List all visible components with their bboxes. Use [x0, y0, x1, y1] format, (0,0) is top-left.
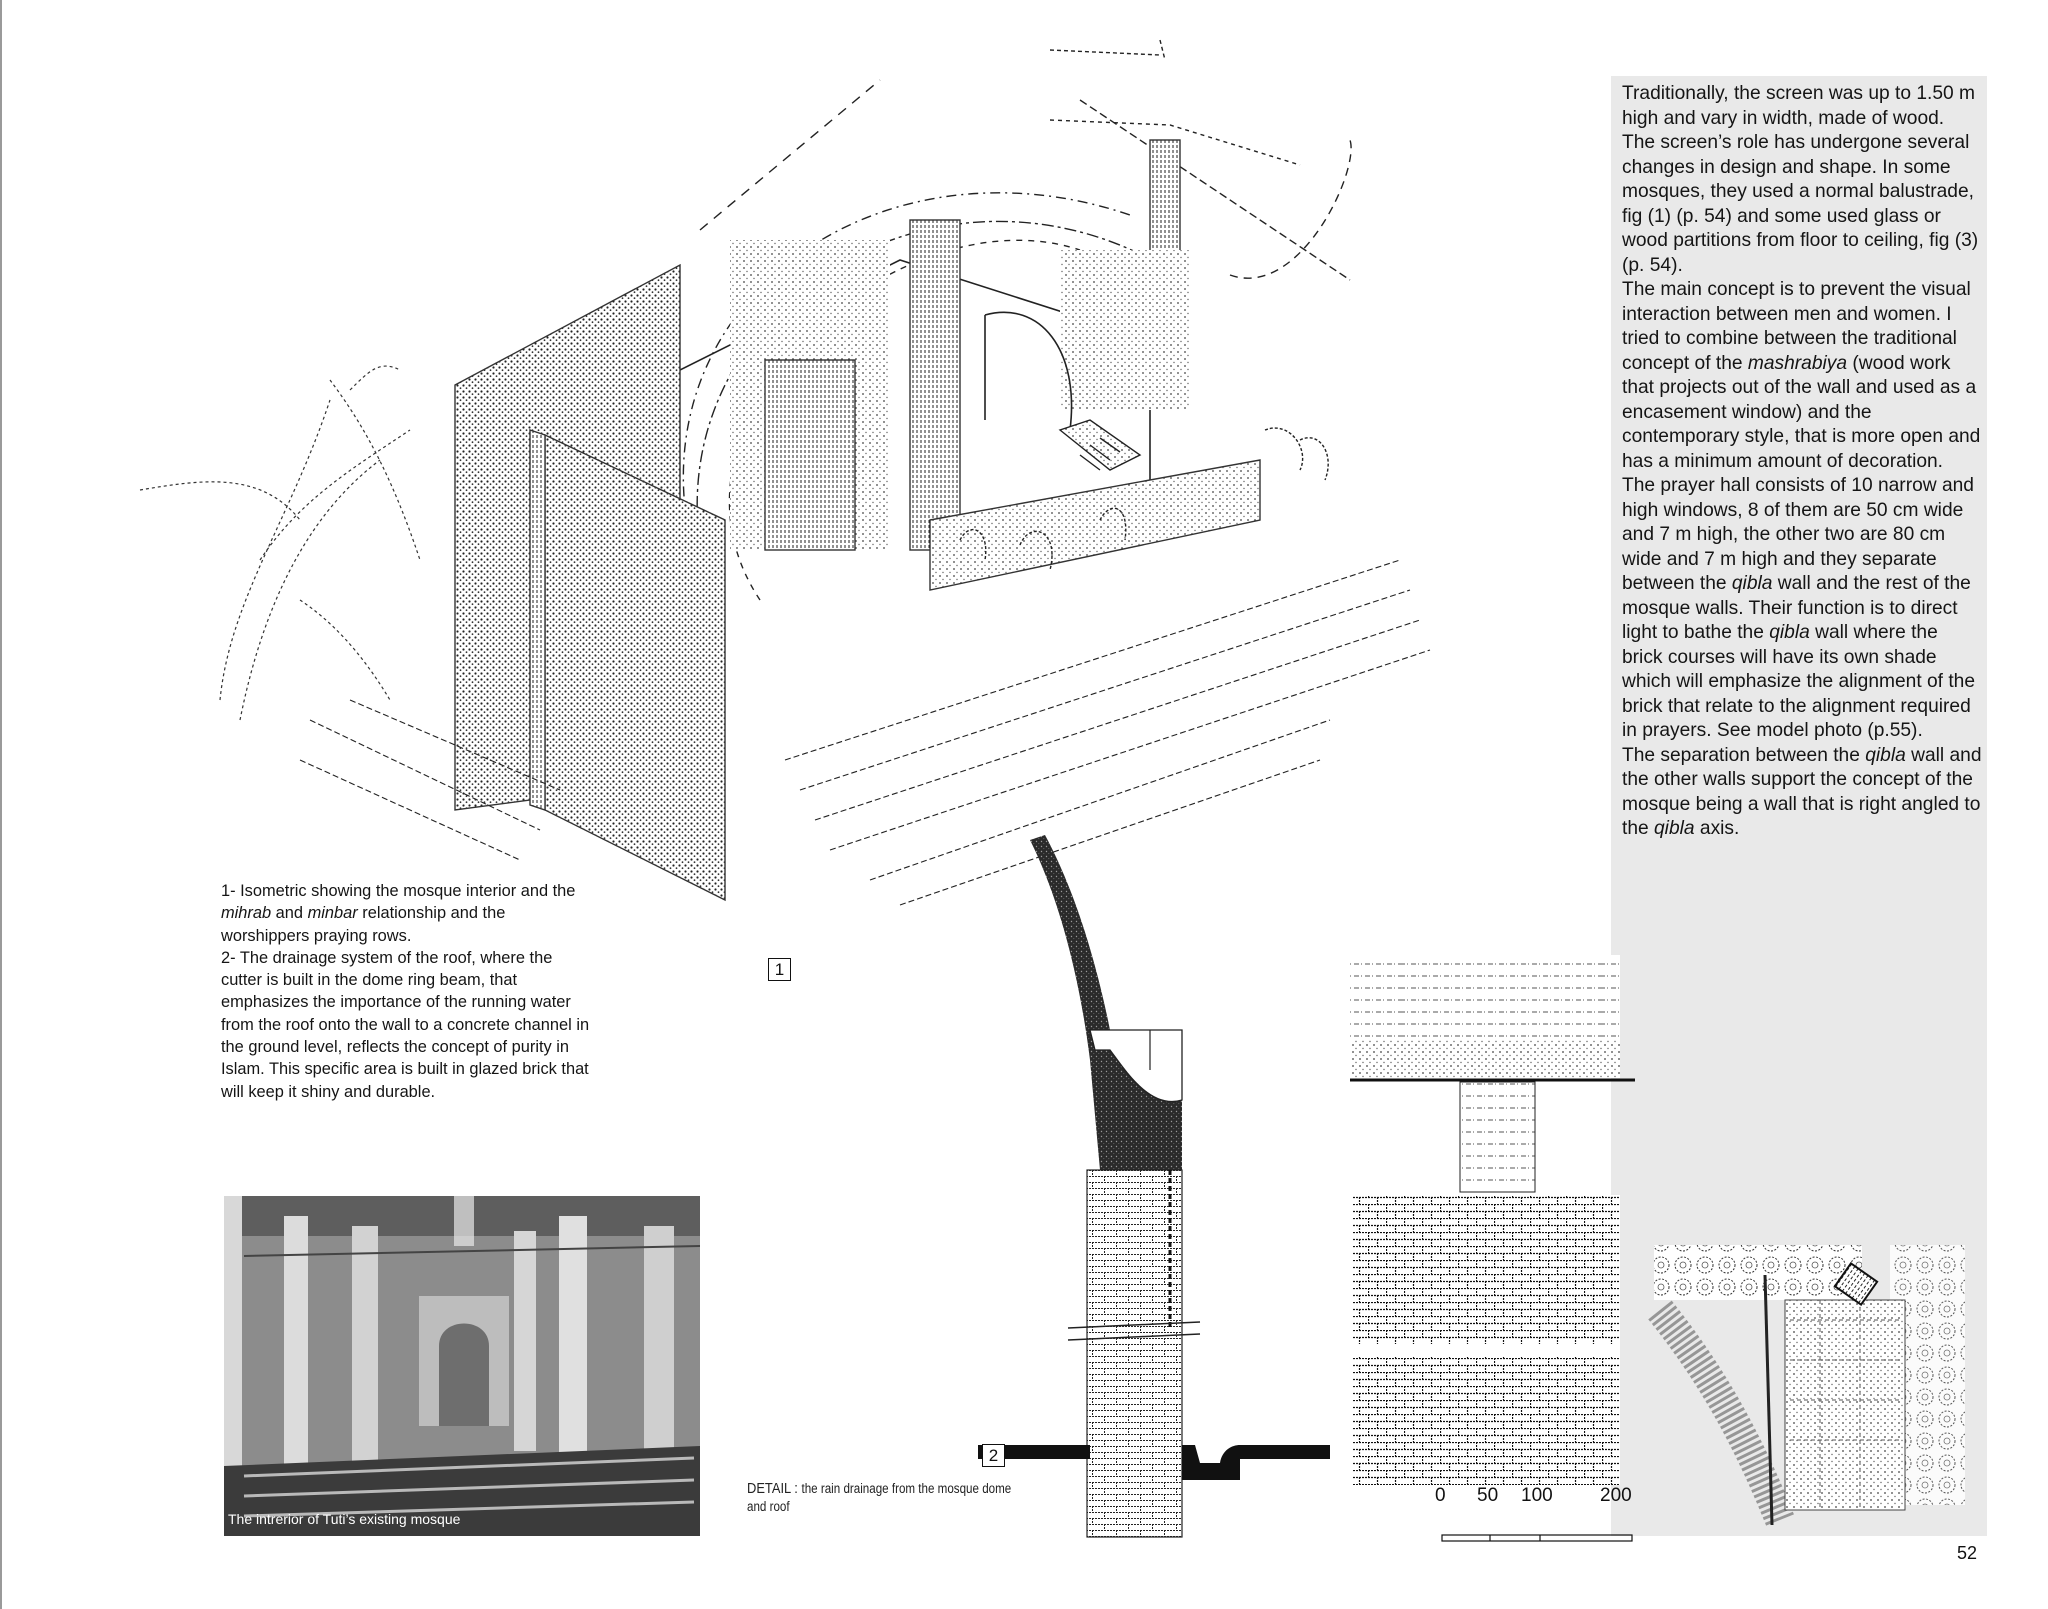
detail-caption-lead: DETAIL :: [747, 1480, 802, 1497]
figure-label-1: 1: [768, 958, 791, 981]
side-paragraph-separation: The separation between the qibla wall an…: [1622, 744, 1982, 840]
drain-detail-drawing: [978, 835, 1330, 1538]
scale-tick-50: 50: [1477, 1485, 1499, 1506]
detail-caption: DETAIL : the rain drainage from the mosq…: [747, 1480, 1031, 1516]
scale-tick-100: 100: [1521, 1485, 1553, 1506]
scale-bar: 0 50 100 200: [1419, 1485, 1639, 1521]
scale-bar-graphic: [1441, 1534, 1633, 1542]
page-number: 52: [1957, 1543, 1978, 1563]
photo-graphic: [224, 1196, 700, 1536]
site-plan-drawing: [1648, 1245, 1965, 1526]
isometric-drawing: [139, 39, 1431, 906]
photo-caption: The intrerior of Tuti’s existing mosque: [228, 1511, 461, 1527]
caption-drainage: 2- The drainage system of the roof, wher…: [221, 948, 590, 1101]
side-paragraph-screen: Traditionally, the screen was up to 1.50…: [1622, 83, 1979, 276]
caption-isometric: 1- Isometric showing the mosque interior…: [221, 882, 576, 945]
figure-label-2: 2: [982, 1444, 1005, 1467]
side-paragraph-concept: The main concept is to prevent the visua…: [1622, 279, 1981, 472]
scale-tick-200: 200: [1600, 1485, 1632, 1506]
page-edge-line: [0, 0, 2, 1609]
detail-caption-text: the rain drainage from the mosque dome a…: [747, 1481, 1012, 1514]
mosque-interior-photo: [224, 1196, 700, 1536]
side-text-body: Traditionally, the screen was up to 1.50…: [1622, 82, 1982, 842]
wall-elevation-drawing: [1350, 955, 1635, 1485]
figure-captions: 1- Isometric showing the mosque interior…: [221, 880, 591, 1103]
side-paragraph-windows: The prayer hall consists of 10 narrow an…: [1622, 475, 1976, 741]
scale-tick-0: 0: [1435, 1485, 1446, 1506]
